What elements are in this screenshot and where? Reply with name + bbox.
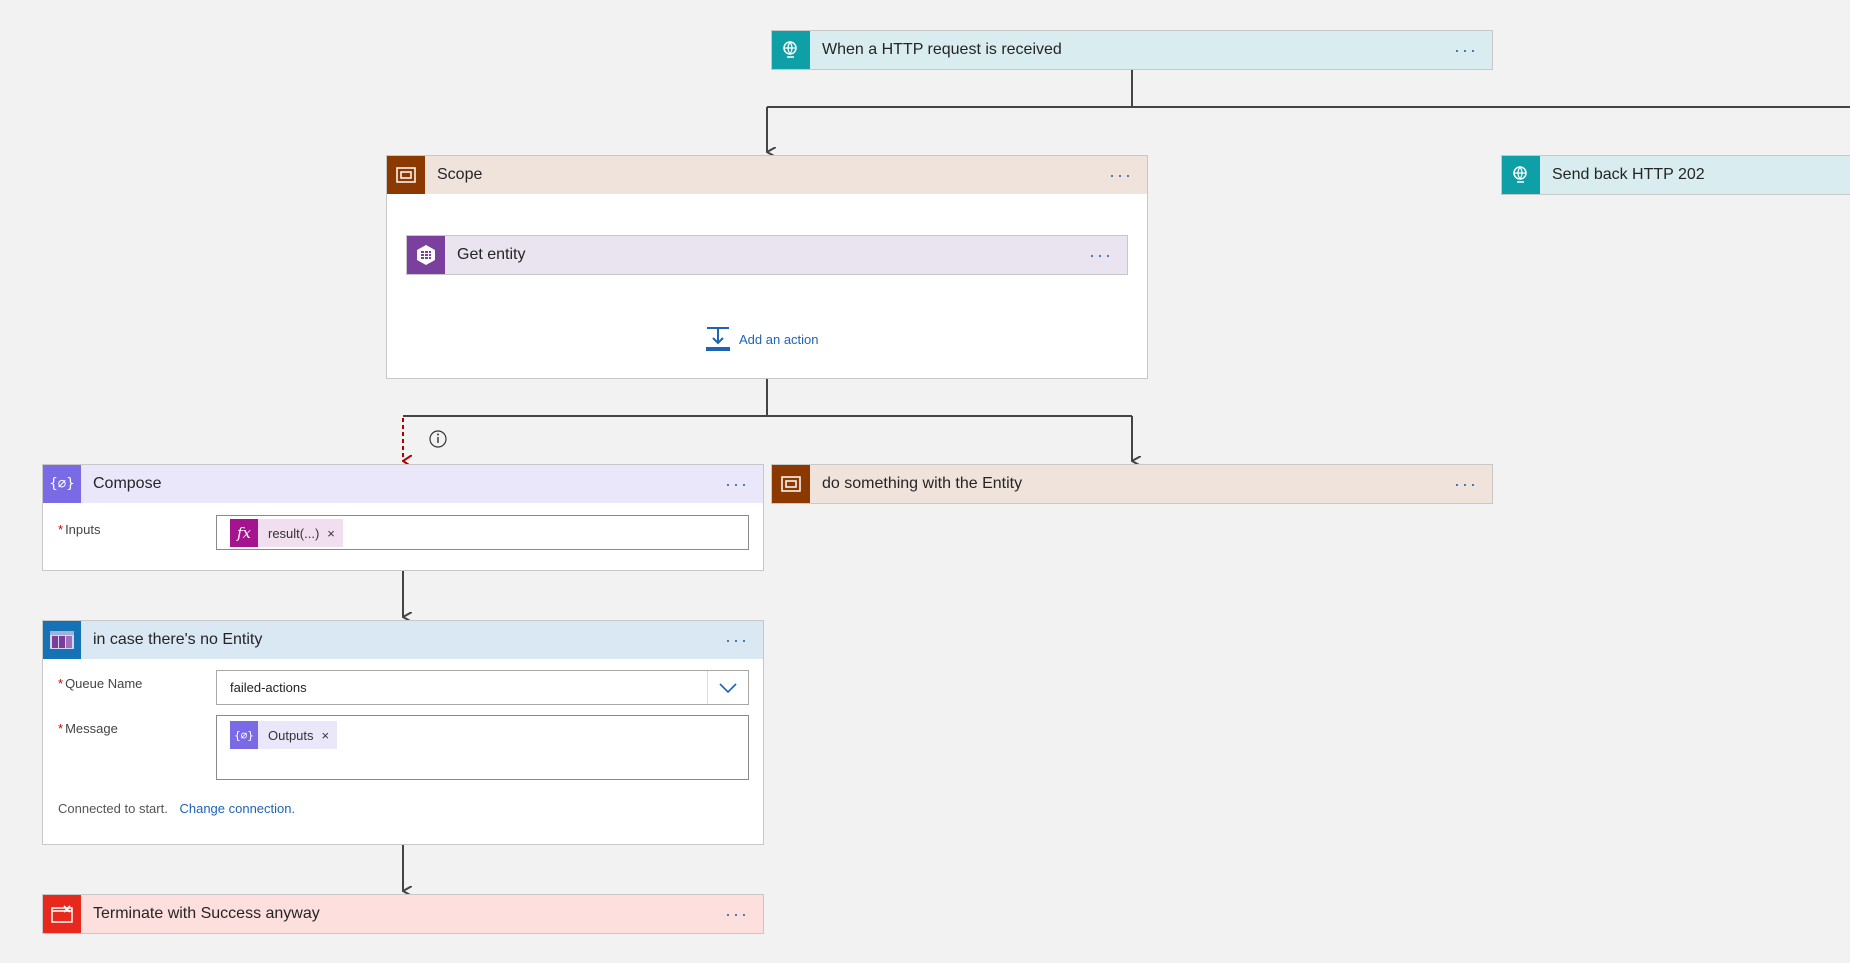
- get-entity-header[interactable]: Get entity ···: [407, 236, 1127, 274]
- do-something-title: do something with the Entity: [822, 475, 1023, 492]
- trigger-header[interactable]: When a HTTP request is received ···: [772, 31, 1492, 69]
- remove-token-button[interactable]: ×: [321, 727, 330, 743]
- add-action-label[interactable]: Add an action: [739, 331, 819, 347]
- http-request-icon: [772, 31, 810, 69]
- trigger-title: When a HTTP request is received: [822, 41, 1062, 58]
- outputs-token[interactable]: {∅} Outputs ×: [230, 721, 338, 749]
- terminate-header[interactable]: Terminate with Success anyway ···: [43, 895, 763, 933]
- send-back-header[interactable]: Send back HTTP 202: [1502, 156, 1850, 194]
- compose-header[interactable]: {∅} Compose ···: [43, 465, 763, 503]
- more-options-button[interactable]: ···: [1454, 474, 1478, 494]
- token-label: result(...): [268, 525, 320, 541]
- remove-token-button[interactable]: ×: [327, 525, 335, 541]
- terminate-title: Terminate with Success anyway: [93, 905, 320, 922]
- message-field[interactable]: {∅} Outputs ×: [216, 715, 749, 780]
- expression-token[interactable]: fx result(...) ×: [230, 519, 343, 547]
- send-back-title: Send back HTTP 202: [1552, 166, 1705, 183]
- change-connection-link[interactable]: Change connection.: [179, 801, 296, 816]
- compose-title: Compose: [93, 475, 162, 492]
- compose-icon: {∅}: [43, 465, 81, 503]
- scope-header[interactable]: Scope ···: [387, 156, 1147, 194]
- inputs-label: *Inputs: [58, 522, 101, 537]
- terminate-icon: [43, 895, 81, 933]
- inputs-field[interactable]: fx result(...) ×: [216, 515, 749, 550]
- table-storage-icon: [407, 236, 445, 274]
- more-options-button[interactable]: ···: [1089, 245, 1113, 265]
- queue-header[interactable]: in case there's no Entity ···: [43, 621, 763, 659]
- trigger-card[interactable]: When a HTTP request is received ···: [771, 30, 1493, 70]
- connection-status: Connected to start. Change connection.: [58, 801, 295, 816]
- get-entity-card[interactable]: Get entity ···: [406, 235, 1128, 275]
- chevron-down-icon[interactable]: [707, 671, 748, 704]
- send-back-card[interactable]: Send back HTTP 202: [1501, 155, 1850, 195]
- queue-name-label: *Queue Name: [58, 676, 143, 691]
- do-something-header[interactable]: do something with the Entity ···: [772, 465, 1492, 503]
- queue-title: in case there's no Entity: [93, 631, 263, 648]
- compose-card[interactable]: {∅} Compose ··· *Inputs fx result(...) ×: [42, 464, 764, 571]
- message-label: *Message: [58, 721, 118, 736]
- compose-icon: {∅}: [230, 721, 258, 749]
- info-icon: [429, 430, 447, 448]
- queue-card[interactable]: in case there's no Entity ··· *Queue Nam…: [42, 620, 764, 845]
- queue-name-dropdown[interactable]: failed-actions: [216, 670, 749, 705]
- queue-name-value: failed-actions: [230, 680, 307, 695]
- scope-icon: [387, 156, 425, 194]
- more-options-button[interactable]: ···: [725, 904, 749, 924]
- scope-icon: [772, 465, 810, 503]
- more-options-button[interactable]: ···: [1454, 40, 1478, 60]
- scope-title: Scope: [437, 166, 483, 183]
- more-options-button[interactable]: ···: [725, 630, 749, 650]
- more-options-button[interactable]: ···: [725, 474, 749, 494]
- queue-icon: [43, 621, 81, 659]
- do-something-card[interactable]: do something with the Entity ···: [771, 464, 1493, 504]
- connection-status-text: Connected to start.: [58, 801, 168, 816]
- get-entity-title: Get entity: [457, 246, 526, 263]
- more-options-button[interactable]: ···: [1109, 165, 1133, 185]
- token-label: Outputs: [268, 727, 314, 743]
- add-action-button[interactable]: Add an action: [705, 326, 819, 352]
- scope-card[interactable]: Scope ··· Get entity ··· Add an action: [386, 155, 1148, 379]
- add-action-icon: [706, 327, 730, 351]
- terminate-card[interactable]: Terminate with Success anyway ···: [42, 894, 764, 934]
- http-response-icon: [1502, 156, 1540, 194]
- fx-icon: fx: [230, 519, 258, 547]
